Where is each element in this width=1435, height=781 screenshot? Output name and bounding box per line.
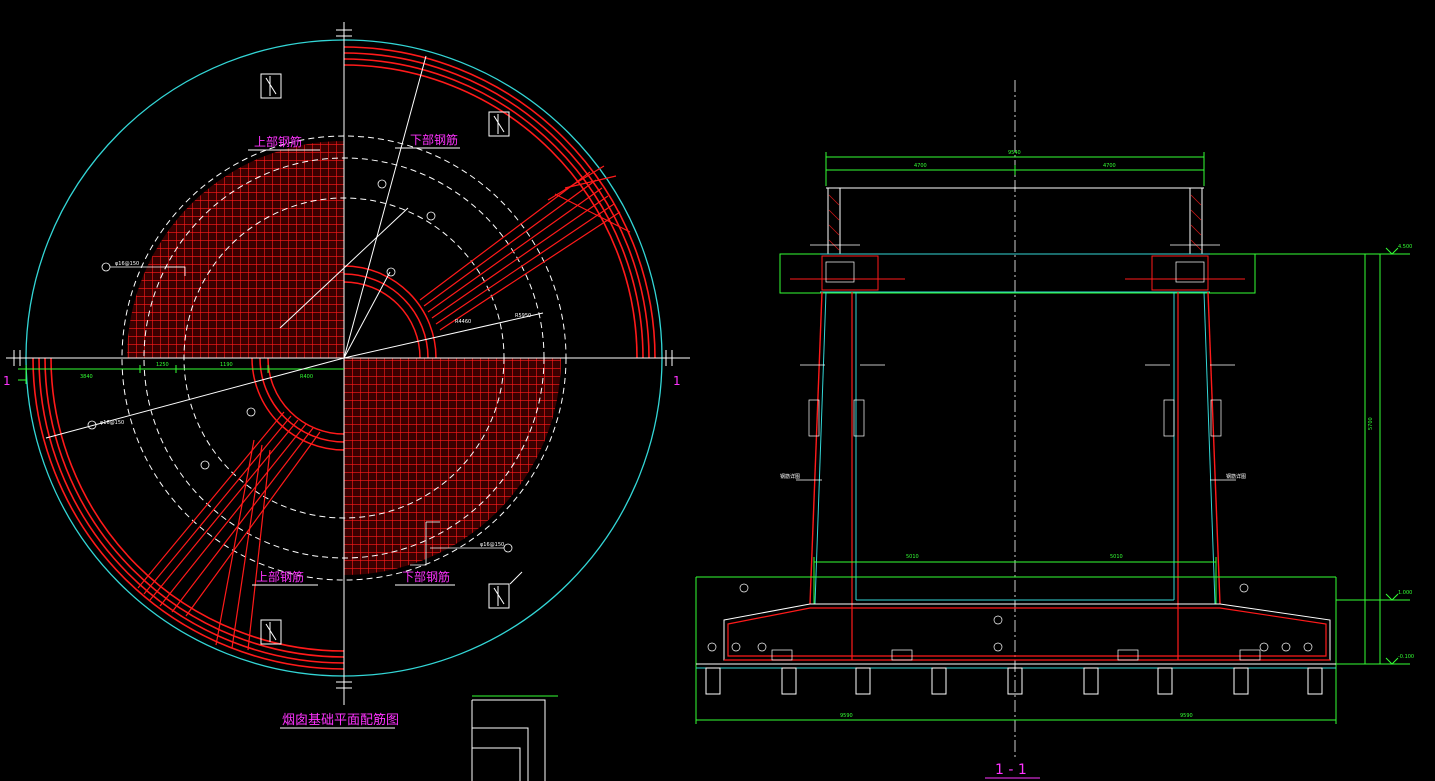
- rebar-callouts: [87, 179, 513, 566]
- section-mark-right: 1: [673, 374, 681, 388]
- dim-bottom-left: 9590: [840, 713, 853, 719]
- dim-left-2: 1250: [156, 362, 169, 368]
- elevation-mid: 1.000: [1398, 590, 1412, 596]
- callout-text-2: φ16@150: [100, 420, 124, 426]
- detail-markers: [260, 73, 523, 645]
- radial-bundle-lower: [137, 411, 321, 651]
- dim-left-1: 3840: [80, 374, 93, 380]
- dim-mid-left: 5010: [906, 554, 919, 560]
- wall-rebar-ticks: [796, 364, 1236, 481]
- label-bottom-rebar-lower: 下部钢筋: [402, 569, 450, 584]
- ring-beam: [779, 253, 1256, 294]
- mid-dimensions: [695, 557, 1337, 724]
- dim-top-total: 9540: [1008, 150, 1021, 156]
- dim-mid-right: 5010: [1110, 554, 1123, 560]
- radius-leaders: [45, 55, 544, 439]
- dim-left-3: 1190: [220, 362, 233, 368]
- dim-top-right: 4700: [1103, 163, 1116, 169]
- label-bottom-rebar-upper: 下部钢筋: [410, 132, 458, 147]
- plan-dimension-line: [18, 365, 344, 384]
- corner-detail: [471, 695, 558, 781]
- radial-rebar-rings: [32, 46, 656, 670]
- radius-dim-1: R4460: [455, 319, 471, 325]
- piles: [705, 667, 1323, 695]
- elevation-bottom: -0.100: [1398, 654, 1414, 660]
- label-top-rebar-upper: 上部钢筋: [254, 134, 302, 149]
- section-mark-left: 1: [3, 374, 11, 388]
- plan-title: 烟囱基础平面配筋图: [282, 712, 399, 728]
- inner-ring-rebar: [251, 265, 437, 451]
- bottom-rebar-mesh: [344, 358, 561, 575]
- callout-text-1: φ16@150: [115, 261, 139, 267]
- footing-callouts: [707, 583, 1313, 661]
- label-top-rebar-lower: 上部钢筋: [256, 569, 304, 584]
- elevation-top: 4.500: [1398, 244, 1412, 250]
- top-rebar-mesh: [127, 141, 344, 358]
- note-right: 钢筋详图: [1226, 473, 1246, 480]
- radial-bundle-upper: [419, 165, 631, 331]
- dim-bottom-right: 9590: [1180, 713, 1193, 719]
- section-title: 1 - 1: [995, 762, 1027, 778]
- section-1-1: 9540 4700 4700: [695, 80, 1414, 779]
- label-underlines: [248, 147, 460, 729]
- height-total: 5700: [1368, 417, 1374, 430]
- elevation-marks: [1255, 247, 1410, 665]
- top-dimensions: [825, 152, 1205, 186]
- plan-axes: [6, 22, 690, 705]
- dim-top-left: 4700: [914, 163, 927, 169]
- radius-dim-2: R5950: [515, 313, 531, 319]
- callout-text-3: φ16@150: [480, 542, 504, 548]
- note-left: 钢筋详图: [780, 473, 800, 480]
- foundation-plan: 3840 1250 1190 R400 R4460 R5950: [3, 22, 690, 729]
- shaft-walls: [809, 291, 1221, 660]
- dim-left-4: R400: [300, 374, 313, 380]
